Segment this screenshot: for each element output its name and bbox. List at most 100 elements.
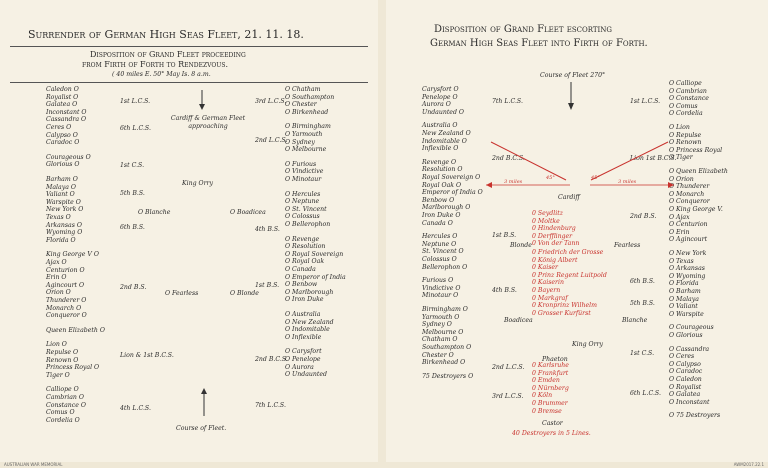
ship-entry: O Birmingham (285, 123, 331, 131)
left-label-2bs: 2nd B.S. (120, 284, 147, 291)
ship-entry: O Ajax (669, 213, 690, 221)
german-ship-entry: 0 Nürnberg (532, 384, 569, 392)
ship-entry: O Conqueror (669, 198, 710, 206)
ship-entry: O Agincourt (669, 236, 708, 244)
ship-entry: O Malaya (669, 295, 699, 303)
ship-entry: O Minotaur (285, 176, 322, 183)
ship-entry: O Royal Sovereign (285, 250, 344, 258)
ship-entry: Tiger O (46, 371, 70, 379)
ship-entry: O Inflexible (285, 333, 322, 341)
ship-entry: O Florida (669, 280, 699, 288)
ship-entry: Caradoc O (46, 139, 80, 147)
ship-entry: Neptune O (422, 240, 457, 248)
boadicea: Boadicea (504, 317, 533, 324)
ship-entry: Repulse O (46, 349, 79, 356)
r-label-1bs: 1st B.S. (492, 232, 517, 239)
ship-entry: Emperor of India O (422, 189, 483, 197)
r-label-1cs: 1st C.S. (630, 350, 655, 357)
ship-entry: Princess Royal O (46, 364, 100, 372)
ship-entry: Calypso O (46, 131, 78, 139)
ship-entry: Arkansas O (46, 221, 82, 229)
ship-entry: Thunderer O (46, 297, 87, 304)
ship-entry: O Aurora (285, 363, 314, 371)
german-ship-entry: 0 Markgraf (532, 294, 568, 302)
ship-entry: Lion O (46, 341, 67, 349)
r-label-6lcs: 6th L.C.S. (630, 390, 661, 397)
german-ship-entry: 0 König Albert (532, 256, 578, 264)
ship-entry: O Thunderer (669, 183, 710, 191)
ship-entry: St. Vincent O (422, 248, 464, 256)
fearless: O Fearless (165, 290, 199, 297)
german-ship-entry: 0 Emden (532, 377, 560, 385)
ship-entry: O Canada (285, 266, 316, 273)
ship-entry: Inflexible O (422, 145, 459, 153)
ship-entry: Cassandra O (46, 116, 87, 124)
right-label-4bs: 4th B.S. (255, 226, 280, 233)
ship-entry: Undaunted O (422, 108, 464, 116)
cardiff: Cardiff (558, 194, 580, 201)
ship-entry: Birmingham O (422, 306, 468, 313)
escort-angle-lines (486, 141, 674, 188)
ship-entry: O Indomitable (285, 326, 330, 334)
ship-entry: New York O (46, 206, 84, 214)
german-ship-entry: 0 Karlsruhe (532, 362, 569, 369)
ship-entry: O Australia (285, 311, 321, 318)
king-orry: King Orry (572, 341, 603, 348)
left-label-1cs: 1st C.S. (120, 162, 145, 169)
left-label-6bs: 6th B.S. (120, 224, 145, 231)
ship-entry: King George V O (46, 251, 99, 259)
german-ship-entry: 0 Bremse (532, 407, 562, 415)
ship-entry: Queen Elizabeth O (46, 326, 105, 334)
ship-entry: O Caradoc (669, 368, 703, 376)
ship-entry: Royalist O (46, 93, 79, 101)
ship-entry: Penelope O (422, 93, 458, 101)
ship-entry: Iron Duke O (422, 212, 461, 219)
ship-entry: O New York (669, 250, 707, 257)
ship-entry: O Erin (669, 228, 690, 236)
course-of-fleet-label: Course of Fleet. (176, 425, 227, 432)
ship-entry: New Zealand O (422, 130, 471, 137)
german-ship-entry: 0 Hindenburg (532, 225, 576, 233)
german-ship-entry: 0 Friedrich der Grosse (532, 249, 604, 256)
ship-entry: Agincourt O (46, 281, 85, 289)
ship-entry: Erin O (46, 274, 67, 282)
ship-entry: Aurora O (422, 101, 451, 109)
ship-entry: O Monarch (669, 190, 705, 198)
ship-entry: Monarch O (46, 304, 82, 312)
ship-entry: Galatea O (46, 101, 78, 109)
ship-entry: Colossus O (422, 256, 457, 263)
ship-entry: Warspite O (46, 198, 81, 206)
miles-left: 3 miles (504, 179, 523, 185)
footer: AUSTRALIAN WAR MEMORIAL AWM2017.22.1 (0, 462, 768, 468)
ship-entry: Comus O (46, 409, 75, 417)
king-orry: King Orry (182, 180, 213, 187)
ship-entry: O Queen Elizabeth (669, 168, 728, 175)
ship-entry: Conqueror O (46, 312, 87, 320)
ship-entry: Chester O (422, 351, 454, 359)
ship-entry: Courageous O (46, 153, 91, 161)
ship-entry: Furious O (422, 277, 454, 285)
boadicea: O Boadicea (230, 209, 266, 216)
ship-entry: Resolution O (422, 166, 463, 174)
ship-entry: O Courageous (669, 324, 714, 332)
right-label-2lcs: 2nd L.C.S. (255, 137, 288, 144)
ship-entry: O Royalist (669, 383, 702, 391)
blonde: O Blonde (230, 290, 259, 297)
divider (10, 46, 368, 47)
ship-entry: O Emperor of India (285, 273, 346, 281)
ship-entry: Hercules O (422, 233, 458, 241)
right-sheet: Disposition of Grand Fleet escorting Ger… (386, 0, 768, 462)
right-title-1: Disposition of Grand Fleet escorting (434, 24, 613, 35)
r-label-5bs: 5th B.S. (630, 300, 655, 307)
german-ship-entry: 0 Köln (532, 392, 553, 400)
ship-entry: O Arkansas (669, 265, 705, 273)
left-subtitle-3: ( 40 miles E. 50° May Is. 8 a.m. (112, 71, 211, 78)
ship-entry: O Warspite (669, 310, 704, 318)
ship-entry: O Iron Duke (285, 296, 324, 304)
r-label-1lcs: 1st L.C.S. (630, 98, 661, 105)
course-arrow-bottom-icon (201, 388, 207, 416)
ship-entry: Valiant O (46, 191, 75, 199)
ship-entry: O Penelope (285, 356, 321, 363)
